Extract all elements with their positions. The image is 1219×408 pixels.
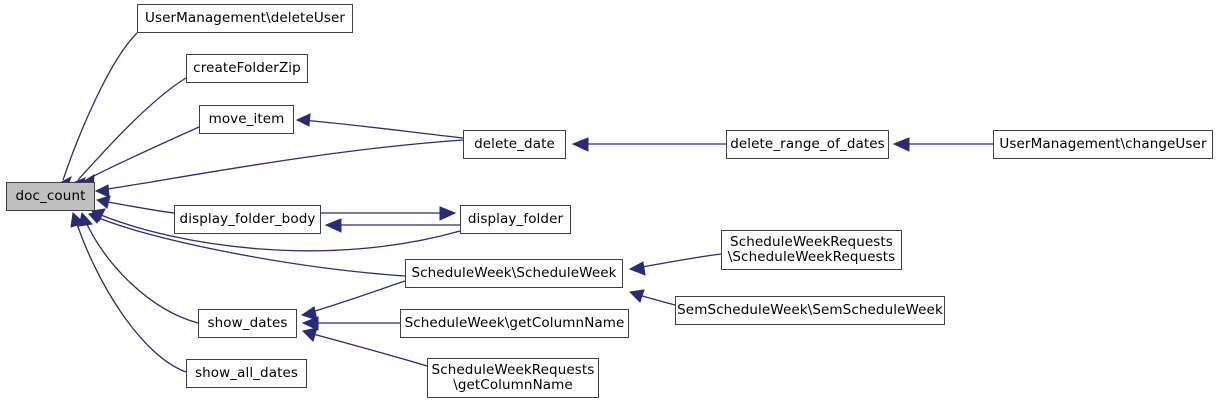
graph-node-delete_date[interactable]: delete_date [463, 130, 566, 159]
graph-edge [93, 215, 406, 277]
graph-edge [87, 126, 200, 180]
graph-edge [101, 200, 175, 214]
graph-edge [62, 32, 138, 181]
graph-edge [74, 217, 187, 373]
graph-edge-arrowhead [300, 306, 318, 321]
graph-edge-arrowhead [70, 211, 85, 228]
graph-edge [100, 139, 464, 191]
graph-node-label: delete_range_of_dates [730, 136, 885, 152]
graph-edge-arrowhead [892, 137, 910, 152]
graph-edge-arrowhead [628, 289, 645, 303]
graph-edge-arrowhead [324, 218, 342, 233]
graph-node-label: doc_count [15, 188, 86, 204]
graph-edge-arrowhead [88, 210, 103, 224]
graph-node-label: ScheduleWeek\ScheduleWeek [411, 265, 617, 281]
graph-node-user_management_delete_user[interactable]: UserManagement\deleteUser [137, 4, 353, 33]
graph-node-label: UserManagement\changeUser [999, 136, 1207, 152]
graph-node-move_item[interactable]: move_item [199, 105, 294, 134]
graph-node-schedule_week_get_column_name[interactable]: ScheduleWeek\getColumnName [400, 309, 629, 338]
graph-edge-arrowhead [95, 195, 111, 209]
graph-node-display_folder[interactable]: display_folder [460, 205, 571, 234]
graph-node-show_dates[interactable]: show_dates [198, 309, 297, 338]
graph-edge [95, 212, 461, 252]
graph-edge [83, 217, 199, 324]
graph-edge-arrowhead [628, 261, 646, 276]
graph-node-show_all_dates[interactable]: show_all_dates [186, 359, 307, 388]
graph-node-label: ScheduleWeek\getColumnName [404, 315, 625, 331]
graph-node-label: display_folder_body [179, 211, 316, 227]
graph-node-label: move_item [208, 111, 285, 127]
graph-node-label: display_folder [467, 211, 564, 227]
graph-node-label: show_dates [207, 315, 288, 331]
graph-edge [301, 119, 464, 139]
graph-node-label: UserManagement\deleteUser [144, 10, 346, 26]
graph-node-schedule_week_requests_class[interactable]: ScheduleWeekRequests \ScheduleWeekReques… [721, 230, 902, 270]
graph-edge-arrowhead [439, 206, 457, 221]
graph-edge [307, 280, 406, 314]
graph-node-display_folder_body[interactable]: display_folder_body [174, 205, 321, 234]
graph-edge-arrowhead [301, 316, 319, 331]
graph-node-label: createFolderZip [193, 60, 301, 76]
graph-edge-arrowhead [94, 184, 110, 198]
graph-edge-arrowhead [295, 113, 311, 127]
graph-edge [635, 253, 722, 269]
graph-node-delete_range_of_dates[interactable]: delete_range_of_dates [726, 130, 889, 159]
graph-node-doc_count[interactable]: doc_count [6, 182, 95, 211]
graph-node-schedule_week_requests_get_column_name[interactable]: ScheduleWeekRequests \getColumnName [427, 358, 599, 398]
graph-node-schedule_week_class[interactable]: ScheduleWeek\ScheduleWeek [405, 259, 623, 288]
graph-edge [308, 332, 428, 367]
graph-node-label: ScheduleWeekRequests \ScheduleWeekReques… [727, 234, 896, 265]
graph-node-label: show_all_dates [194, 365, 299, 381]
graph-edge-arrowhead [571, 137, 589, 152]
graph-node-user_management_change_user[interactable]: UserManagement\changeUser [993, 130, 1213, 159]
graph-node-create_folder_zip[interactable]: createFolderZip [186, 54, 308, 83]
graph-node-label: SemScheduleWeek\SemScheduleWeek [677, 302, 943, 318]
graph-node-label: ScheduleWeekRequests \getColumnName [431, 362, 595, 393]
graph-edge [77, 77, 187, 181]
graph-node-label: delete_date [474, 136, 555, 152]
graph-node-sem_schedule_week_class[interactable]: SemScheduleWeek\SemScheduleWeek [675, 296, 945, 325]
graph-edge-arrowhead [301, 327, 318, 342]
